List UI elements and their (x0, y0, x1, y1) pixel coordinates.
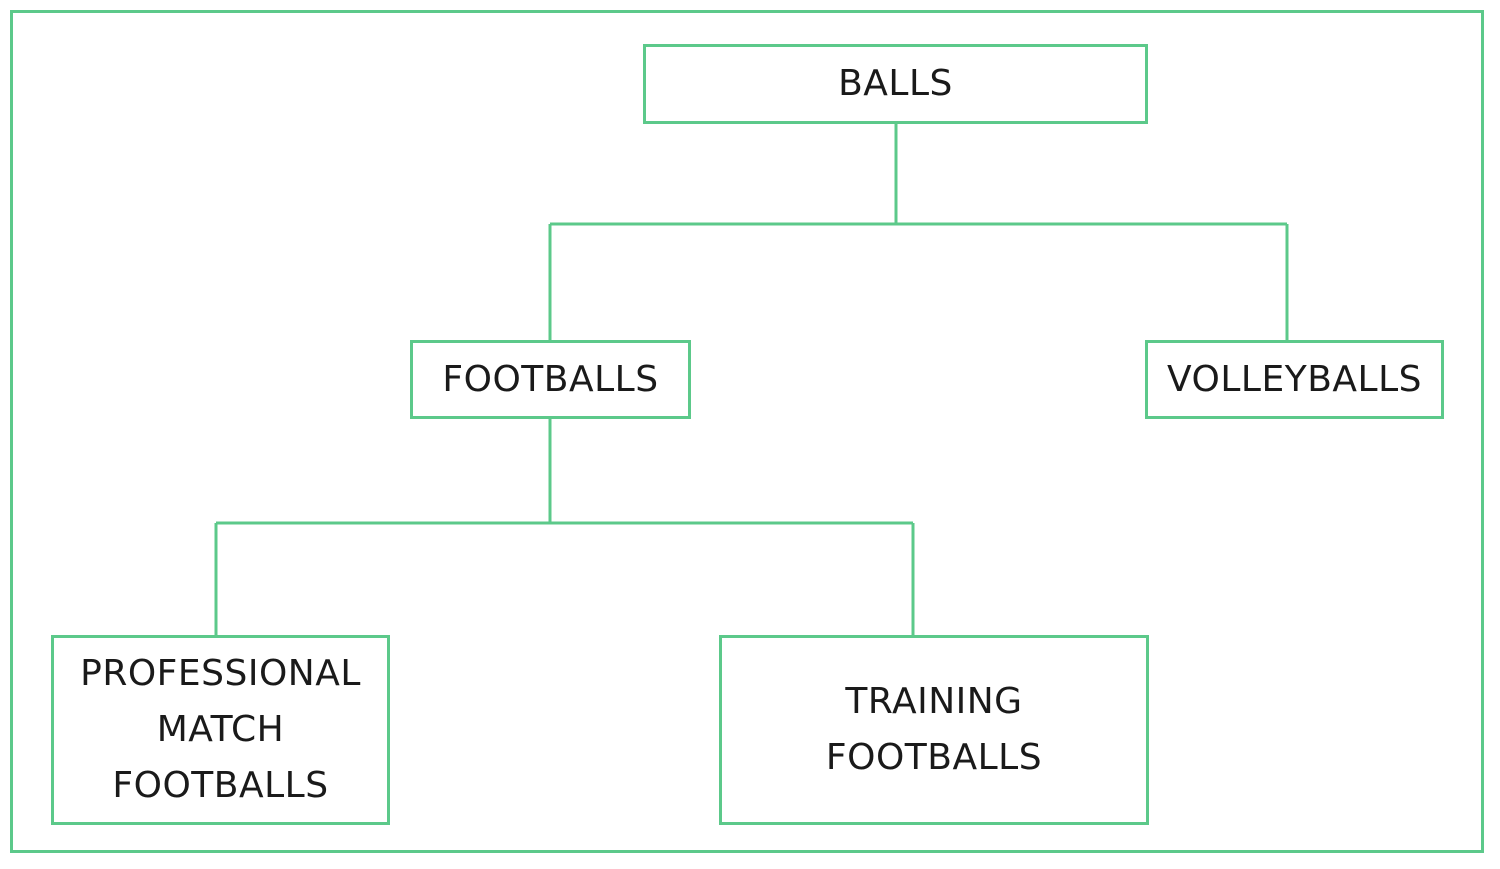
node-training-footballs: TRAINING FOOTBALLS (719, 635, 1149, 825)
node-professional-match-footballs-label: PROFESSIONAL MATCH FOOTBALLS (80, 653, 361, 806)
node-volleyballs-label: VOLLEYBALLS (1167, 358, 1422, 400)
node-footballs: FOOTBALLS (410, 340, 691, 419)
node-footballs-label: FOOTBALLS (442, 358, 659, 400)
node-volleyballs: VOLLEYBALLS (1145, 340, 1444, 419)
node-professional-match-footballs: PROFESSIONAL MATCH FOOTBALLS (51, 635, 390, 825)
node-training-footballs-label: TRAINING FOOTBALLS (825, 681, 1043, 778)
node-balls-label: BALLS (838, 63, 953, 104)
node-balls: BALLS (643, 44, 1148, 124)
